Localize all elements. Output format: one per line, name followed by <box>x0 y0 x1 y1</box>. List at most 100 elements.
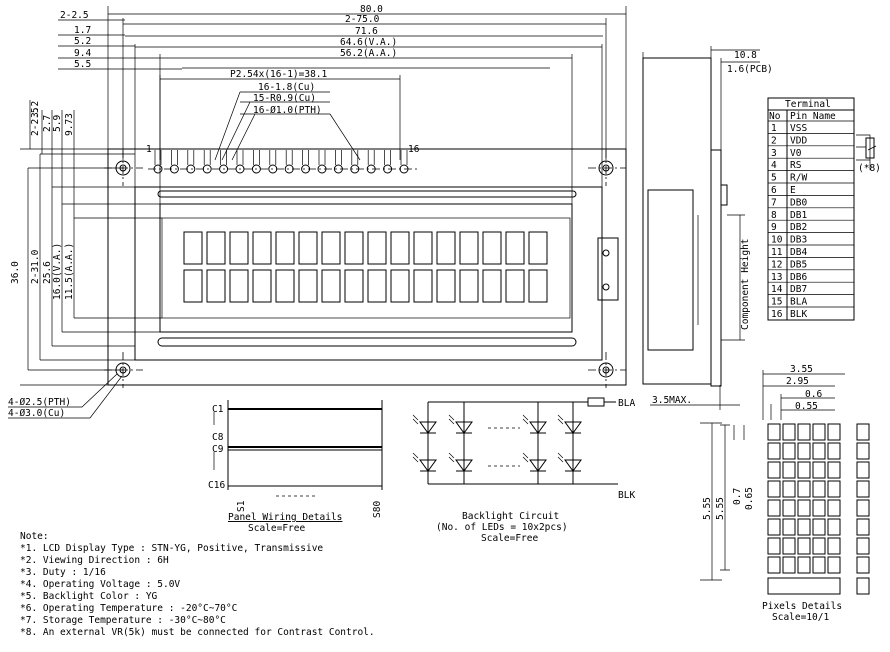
viewing-area <box>159 203 573 333</box>
terminal-pin-no: 15 <box>771 297 782 308</box>
pixel-dot <box>797 423 811 441</box>
character-cell <box>275 269 295 303</box>
terminal-pin-no: 10 <box>771 235 783 246</box>
backlight-subtitle: (No. of LEDs = 10x2pcs) <box>436 522 568 533</box>
pixel-dot <box>797 480 811 498</box>
terminal-pin-name: BLA <box>790 297 807 308</box>
side-dim-max: 3.5MAX. <box>652 395 692 406</box>
wiring-scale: Scale=Free <box>248 523 305 534</box>
character-cell <box>206 269 226 303</box>
pin-lead <box>236 150 244 165</box>
wiring-c1: C1 <box>212 404 224 415</box>
pixel-dim-0-6: 0.6 <box>805 389 822 400</box>
pixel-dot <box>767 518 781 536</box>
pixel-vdim-0-7: 0.7 <box>732 488 743 505</box>
character-cell <box>367 231 387 265</box>
vdim-36: 36.0 <box>10 261 21 284</box>
character-cell <box>275 231 295 265</box>
dim-9-4: 9.4 <box>74 48 91 59</box>
pixel-dot <box>827 423 841 441</box>
pin-1-label: 1 <box>146 144 152 155</box>
pixel-dot <box>856 480 870 498</box>
pixel-dot <box>812 461 826 479</box>
character-cell <box>528 231 548 265</box>
terminal-pin-no: 6 <box>771 185 777 196</box>
character-cell <box>206 231 226 265</box>
pin-lead <box>335 150 342 165</box>
pixel-dot <box>767 556 781 574</box>
terminal-pin-name: E <box>790 185 796 196</box>
side-dim-10-8: 10.8 <box>734 50 757 61</box>
side-outline <box>642 57 712 385</box>
pixels-title: Pixels Details <box>762 601 842 612</box>
pixel-dot <box>782 537 796 555</box>
cursor-row <box>767 577 841 595</box>
pixel-dot <box>856 423 870 441</box>
pixel-dot <box>767 461 781 479</box>
pixel-dot <box>782 518 796 536</box>
terminal-pin-name: DB4 <box>790 247 807 258</box>
terminal-pin-name: DB3 <box>790 235 807 246</box>
led-icon <box>412 414 437 434</box>
pixel-dot <box>827 480 841 498</box>
character-cell <box>459 269 479 303</box>
connector-pins <box>153 150 409 174</box>
pixel-dot <box>856 442 870 460</box>
terminal-pin-name: DB6 <box>790 272 807 283</box>
vdim-9-73: 9.73 <box>64 113 75 136</box>
bezel-top-slot <box>157 190 577 198</box>
side-pcb <box>710 149 722 387</box>
pixel-dot <box>812 480 826 498</box>
pixel-dot <box>797 499 811 517</box>
pixel-vdim-0-65: 0.65 <box>744 487 755 510</box>
pixels-detail: 3.55 2.95 0.6 0.55 5.55 5.55 0.7 0.65 Pi… <box>700 364 870 623</box>
character-cell <box>298 269 318 303</box>
pixel-dot <box>797 442 811 460</box>
pin-16-label: 16 <box>408 144 420 155</box>
pin-lead <box>351 150 359 165</box>
pixel-dot <box>856 518 870 536</box>
terminal-pin-name: V0 <box>790 148 802 159</box>
pixel-dot <box>797 537 811 555</box>
terminal-pin-no: 9 <box>771 222 777 233</box>
pcb-outline <box>107 148 627 386</box>
pixel-dot <box>797 518 811 536</box>
character-grid <box>183 231 548 303</box>
terminal-pin-name: DB7 <box>790 284 807 295</box>
wiring-s1: S1 <box>236 500 247 512</box>
terminal-pin-no: 16 <box>771 309 783 320</box>
pixel-dot <box>827 556 841 574</box>
hole-callouts: 4-Ø2.5(PTH) 4-Ø3.0(Cu) <box>8 373 123 419</box>
terminal-pin-name: VDD <box>790 135 807 146</box>
backlight-bla: BLA <box>618 398 635 409</box>
led-icon <box>448 414 473 434</box>
pad-callout-radius: 15-R0.9(Cu) <box>253 93 316 104</box>
terminal-pin-no: 1 <box>771 123 777 134</box>
pixel-dot <box>767 442 781 460</box>
terminal-pin-no: 3 <box>771 148 777 159</box>
led-icon <box>412 452 437 472</box>
notes-title: Note: <box>20 531 49 542</box>
dim-1-7: 1.7 <box>74 25 91 36</box>
hole-callout-pth: 4-Ø2.5(PTH) <box>8 397 71 408</box>
backlight-circuit: BLA BLK Backlight Circuit (No. of LEDs =… <box>412 397 635 544</box>
pixel-dot <box>856 556 870 574</box>
mounting-holes <box>104 150 626 388</box>
terminal-pin-no: 8 <box>771 210 777 221</box>
note-4: *4. Operating Voltage : 5.0V <box>20 579 180 590</box>
terminal-header-no: No <box>769 111 781 122</box>
terminal-pin-no: 2 <box>771 135 777 146</box>
vdim-2-7: 2.7 <box>42 115 53 132</box>
backlight-title: Backlight Circuit <box>462 511 559 522</box>
note-8: *8. An external VR(5k) must be connected… <box>20 627 375 638</box>
note-6: *6. Operating Temperature : -20°C~70°C <box>20 603 237 614</box>
terminal-pin-no: 11 <box>771 247 783 258</box>
vdim-16-va: 16.0(V.A.) <box>52 243 63 300</box>
pixel-dot <box>797 556 811 574</box>
character-cell <box>229 269 249 303</box>
led-icon <box>557 414 582 434</box>
pin-lead <box>154 150 162 165</box>
note-1: *1. LCD Display Type : STN-YG, Positive,… <box>20 543 323 554</box>
backlight-tab <box>597 237 619 301</box>
